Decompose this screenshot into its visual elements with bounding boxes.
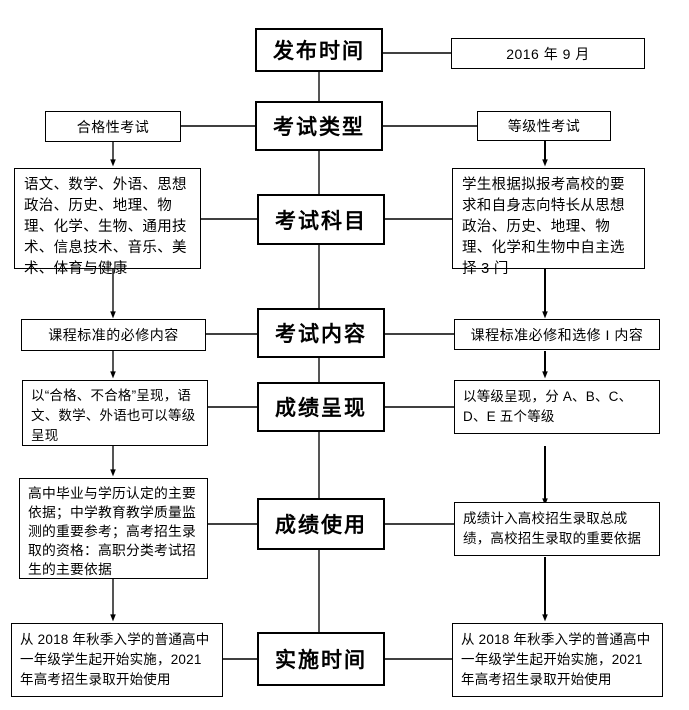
node-label: 学生根据拟报考高校的要求和自身志向特长从思想政治、历史、地理、物理、化学和生物中…: [462, 177, 625, 277]
node-label: 高中毕业与学历认定的主要依据；中学教育教学质量监测的重要参考；高考招生录取的资格…: [28, 486, 196, 577]
node-right-implementation-time[interactable]: 从 2018 年秋季入学的普通高中一年级学生起开始实施，2021 年高考招生录取…: [452, 623, 663, 697]
node-label: 考试内容: [275, 323, 367, 346]
node-label: 考试类型: [273, 116, 365, 139]
node-label: 课程标准必修和选修 I 内容: [470, 326, 644, 343]
node-label: 语文、数学、外语、思想政治、历史、地理、物理、化学、生物、通用技术、信息技术、音…: [24, 177, 187, 277]
node-label: 以“合格、不合格”呈现，语文、数学、外语也可以等级呈现: [31, 388, 196, 443]
node-right-publish-time-value[interactable]: 2016 年 9 月: [451, 38, 645, 69]
node-label: 等级性考试: [507, 118, 581, 134]
node-center-publish-time[interactable]: 发布时间: [255, 28, 383, 72]
node-label: 以等级呈现，分 A、B、C、D、E 五个等级: [463, 389, 633, 424]
node-right-score-usage[interactable]: 成绩计入高校招生录取总成绩，高校招生录取的重要依据: [454, 502, 660, 556]
node-center-score-usage[interactable]: 成绩使用: [257, 498, 385, 550]
node-right-exam-type[interactable]: 等级性考试: [477, 111, 611, 141]
node-left-exam-content[interactable]: 课程标准的必修内容: [21, 319, 206, 351]
node-label: 从 2018 年秋季入学的普通高中一年级学生起开始实施，2021 年高考招生录取…: [461, 632, 651, 687]
node-label: 考试科目: [275, 209, 367, 233]
node-label: 发布时间: [273, 40, 365, 63]
node-left-score-usage[interactable]: 高中毕业与学历认定的主要依据；中学教育教学质量监测的重要参考；高考招生录取的资格…: [19, 478, 208, 579]
node-label: 课程标准的必修内容: [48, 327, 179, 343]
node-center-exam-subjects[interactable]: 考试科目: [257, 194, 385, 245]
node-label: 2016 年 9 月: [506, 45, 590, 62]
node-label: 实施时间: [275, 649, 367, 672]
node-label: 成绩使用: [275, 514, 367, 537]
node-left-exam-subjects[interactable]: 语文、数学、外语、思想政治、历史、地理、物理、化学、生物、通用技术、信息技术、音…: [14, 168, 201, 277]
node-center-score-presentation[interactable]: 成绩呈现: [257, 382, 385, 432]
node-right-score-presentation[interactable]: 以等级呈现，分 A、B、C、D、E 五个等级: [454, 380, 660, 434]
node-right-exam-subjects[interactable]: 学生根据拟报考高校的要求和自身志向特长从思想政治、历史、地理、物理、化学和生物中…: [452, 168, 645, 277]
node-center-exam-type[interactable]: 考试类型: [255, 101, 383, 151]
node-label: 从 2018 年秋季入学的普通高中一年级学生起开始实施，2021 年高考招生录取…: [20, 632, 210, 687]
node-label: 成绩计入高校招生录取总成绩，高校招生录取的重要依据: [463, 511, 642, 546]
node-label: 合格性考试: [76, 118, 150, 135]
node-left-implementation-time[interactable]: 从 2018 年秋季入学的普通高中一年级学生起开始实施，2021 年高考招生录取…: [11, 623, 223, 697]
node-right-exam-content[interactable]: 课程标准必修和选修 I 内容: [454, 319, 660, 350]
node-center-exam-content[interactable]: 考试内容: [257, 308, 385, 358]
node-left-exam-type[interactable]: 合格性考试: [45, 111, 181, 142]
node-label: 成绩呈现: [275, 397, 367, 420]
node-center-implementation-time[interactable]: 实施时间: [257, 632, 385, 686]
node-left-score-presentation[interactable]: 以“合格、不合格”呈现，语文、数学、外语也可以等级呈现: [22, 380, 208, 446]
